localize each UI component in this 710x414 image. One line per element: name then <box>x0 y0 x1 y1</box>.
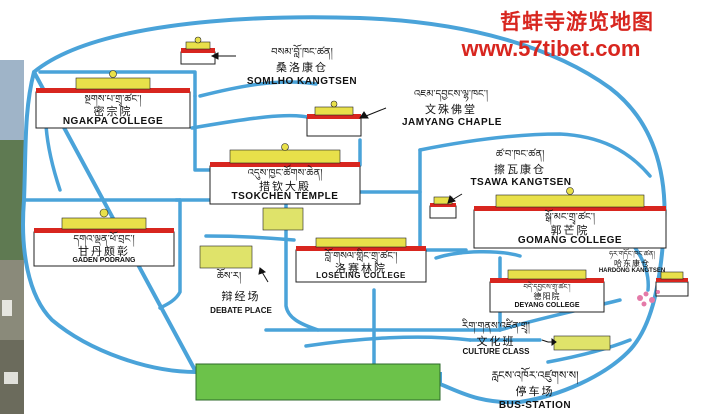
ngakpa-chinese: 密宗院 <box>93 105 133 118</box>
building-gaden <box>33 208 175 267</box>
ngakpa-tibetan: སྔགས་པ་གྲྭ་ཚང་། <box>84 94 142 105</box>
building-gomang <box>473 187 667 249</box>
building-deyang <box>489 269 605 313</box>
gomang-english: GOMANG COLLEGE <box>517 235 623 246</box>
tsokchen-english: TSOKCHEN TEMPLE <box>231 191 339 202</box>
bus-chinese: 停车场 <box>515 385 555 398</box>
hardong-tibetan: ཧར་གདོང་ཁང་ཚན། <box>609 250 655 258</box>
label-arrows <box>210 52 557 346</box>
building-jamyang <box>306 100 362 137</box>
photo-strip <box>0 60 24 414</box>
culture-class-area <box>553 335 611 351</box>
deyang-english: DEYANG COLLEGE <box>514 302 580 309</box>
hardong-chinese: 哈东康仓 <box>614 259 650 268</box>
bus-tibetan: རླངས་འཁོར་འཛུགས་ས། <box>491 369 579 382</box>
loseling-english: LOSELING COLLEGE <box>316 271 406 280</box>
gaden-tibetan: དགའ་ལྡན་ཕོ་བྲང་། <box>73 234 135 245</box>
building-hardong <box>655 271 689 297</box>
outer-path <box>21 15 667 405</box>
tsokchen-chinese: 措钦大殿 <box>259 180 311 193</box>
tsokchen-tibetan: འདུས་ཁྱང་ཚོགས་ཆེན། <box>247 168 323 179</box>
ngakpa-english: NGAKPA COLLEGE <box>62 116 164 127</box>
somlho-chinese: 桑洛康仓 <box>276 61 328 74</box>
jamyang-tibetan: འཇམ་དབྱངས་ལྷ་ཁང་། <box>413 89 489 100</box>
loseling-chinese: 洛赛林院 <box>335 262 387 275</box>
gaden-english: GADEN PODRANG <box>72 257 136 264</box>
bus-station-area <box>195 363 441 401</box>
jamyang-chinese: 文殊佛堂 <box>425 103 477 116</box>
jamyang-english: JAMYANG CHAPLE <box>402 117 502 128</box>
bus-english: BUS-STATION <box>498 400 572 411</box>
somlho-english: SOMLHO KANGTSEN <box>246 76 358 87</box>
flower-decoration <box>637 290 660 307</box>
debate-tibetan: ཆོས་ར། <box>216 271 242 282</box>
culture-chinese: 文化班 <box>476 335 516 348</box>
debate-place-area <box>199 245 253 269</box>
gaden-chinese: 甘丹颇彰 <box>78 245 130 258</box>
debate-english: DEBATE PLACE <box>210 306 272 315</box>
tsawa-english: TSAWA KANGTSEN <box>470 177 572 188</box>
culture-english: CULTURE CLASS <box>462 347 530 356</box>
building-tsawa <box>429 196 457 219</box>
hardong-english: HARDONG KANGTSEN <box>598 268 666 274</box>
deyang-tibetan: བདེ་དབྱངས་གྲྭ་ཚང་། <box>523 283 571 291</box>
building-ngakpa <box>35 70 191 129</box>
building-somlho <box>180 36 216 65</box>
building-tsokchen <box>209 143 361 231</box>
culture-tibetan: རིག་གནས་འཛིན་གྲྭ། <box>461 321 531 332</box>
gomang-tibetan: སྒོ་མང་གྲྭ་ཚང་། <box>544 212 596 223</box>
tsawa-chinese: 擦瓦康仓 <box>494 163 546 176</box>
deyang-chinese: 德阳院 <box>533 292 561 301</box>
website-url[interactable]: www.57tibet.com <box>461 36 641 61</box>
loseling-tibetan: བློ་གསལ་གླིང་གྲྭ་ཚང་། <box>324 251 398 262</box>
building-loseling <box>295 237 427 283</box>
gomang-chinese: 郭芒院 <box>550 224 590 237</box>
tsawa-tibetan: ཚ་བ་ཁང་ཚན། <box>495 149 545 160</box>
debate-chinese: 辩经场 <box>221 290 261 303</box>
somlho-tibetan: བསམ་བློ་ཁང་ཚན། <box>271 47 333 58</box>
map-title: 哲蚌寺游览地图 <box>500 10 654 34</box>
